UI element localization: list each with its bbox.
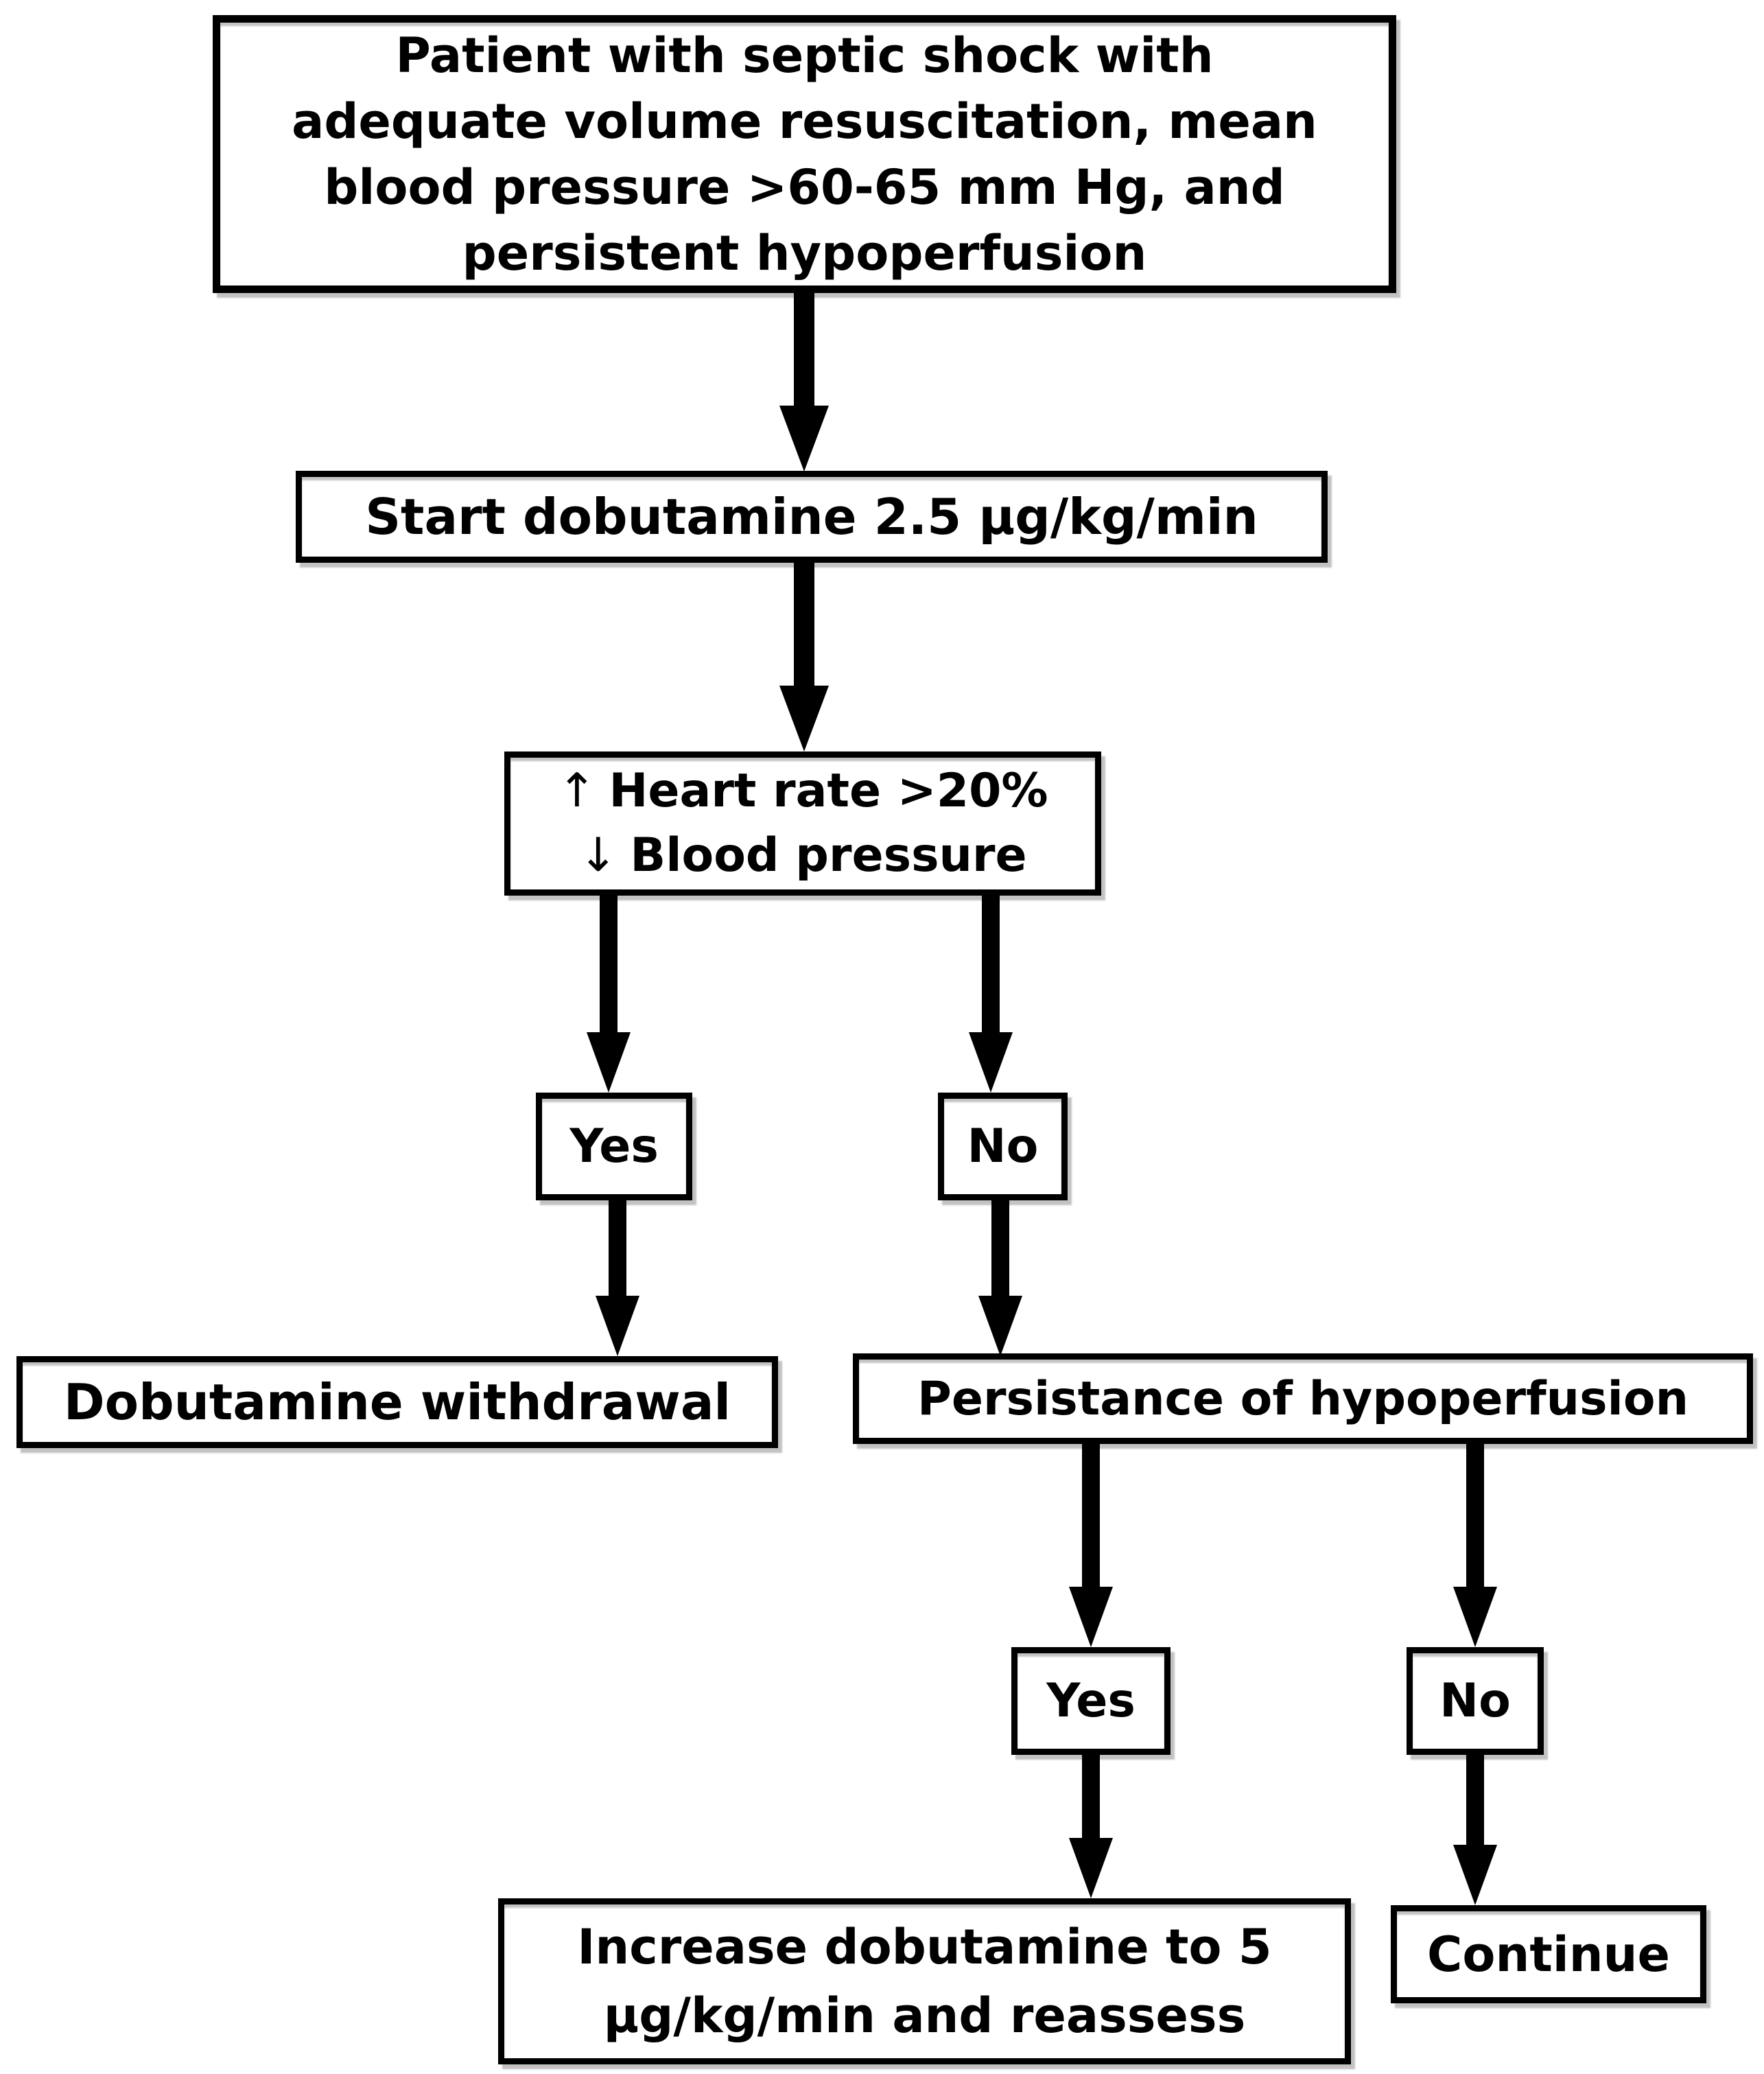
- node-persistance-hypoperfusion: Persistance of hypoperfusion: [853, 1353, 1753, 1444]
- arrow-shaft: [609, 1200, 626, 1296]
- edge-start-to-assessment-arrow: [779, 563, 829, 751]
- node-no-2: No: [1407, 1647, 1544, 1755]
- node-assessment-line-1: ↑Heart rate >20%: [557, 759, 1048, 824]
- up-arrow-icon: ↑: [557, 764, 597, 818]
- node-start-dobutamine: Start dobutamine 2.5 µg/kg/min: [296, 471, 1328, 563]
- arrow-shaft: [794, 293, 814, 406]
- node-start-dobutamine-label: Start dobutamine 2.5 µg/kg/min: [365, 488, 1258, 546]
- arrowhead: [596, 1296, 639, 1356]
- node-yes-1-label: Yes: [569, 1119, 659, 1174]
- node-yes-1: Yes: [536, 1093, 692, 1200]
- node-patient-condition-line-1: Patient with septic shock with: [395, 27, 1214, 84]
- node-dobutamine-withdrawal-label: Dobutamine withdrawal: [63, 1373, 731, 1431]
- arrow-shaft: [991, 1200, 1009, 1296]
- arrowhead: [969, 1032, 1013, 1093]
- node-no-1-label: No: [967, 1119, 1039, 1174]
- node-no-2-label: No: [1439, 1674, 1511, 1728]
- edge-persistance-to-no2-arrow: [1453, 1444, 1497, 1647]
- arrowhead: [1453, 1845, 1497, 1905]
- node-dobutamine-withdrawal: Dobutamine withdrawal: [16, 1356, 778, 1448]
- arrowhead: [779, 406, 829, 471]
- node-increase-dobutamine: Increase dobutamine to 5 µg/kg/min and r…: [498, 1898, 1351, 2064]
- node-patient-condition-line-2: adequate volume resuscitation, mean: [292, 93, 1317, 150]
- node-assessment-line-2-text: Blood pressure: [630, 828, 1027, 883]
- node-increase-dobutamine-line-1: Increase dobutamine to 5: [577, 1919, 1272, 1975]
- edge-patient-to-start-arrow: [779, 293, 829, 471]
- node-assessment-line-2: ↓Blood pressure: [578, 824, 1026, 888]
- arrowhead: [1069, 1838, 1113, 1898]
- arrow-shaft: [794, 563, 814, 686]
- arrow-shaft: [1466, 1444, 1484, 1587]
- edge-no1-to-persistance-arrow: [978, 1200, 1022, 1356]
- node-no-1: No: [938, 1093, 1068, 1200]
- edge-no2-to-continue-arrow: [1453, 1755, 1497, 1905]
- down-arrow-icon: ↓: [578, 828, 618, 883]
- arrowhead: [1069, 1587, 1113, 1647]
- arrowhead: [779, 686, 829, 751]
- node-yes-2-label: Yes: [1046, 1674, 1136, 1728]
- arrowhead: [978, 1296, 1022, 1356]
- node-increase-dobutamine-line-2: µg/kg/min and reassess: [603, 1988, 1246, 2044]
- arrowhead: [1453, 1587, 1497, 1647]
- arrow-shaft: [982, 896, 1000, 1032]
- edge-yes1-to-withdrawal-arrow: [596, 1200, 639, 1356]
- arrowhead: [587, 1032, 631, 1093]
- arrow-shaft: [1466, 1755, 1484, 1845]
- arrow-shaft: [1082, 1444, 1100, 1587]
- edge-persistance-to-yes2-arrow: [1069, 1444, 1113, 1647]
- node-persistance-hypoperfusion-label: Persistance of hypoperfusion: [917, 1371, 1689, 1426]
- node-assessment: ↑Heart rate >20% ↓Blood pressure: [504, 751, 1101, 896]
- edge-assessment-to-no1-arrow: [969, 896, 1013, 1093]
- node-assessment-line-1-text: Heart rate >20%: [609, 764, 1048, 818]
- arrow-shaft: [1082, 1755, 1100, 1838]
- node-continue: Continue: [1391, 1905, 1706, 2003]
- node-yes-2: Yes: [1011, 1647, 1171, 1755]
- node-patient-condition-line-3: blood pressure >60-65 mm Hg, and: [324, 159, 1285, 215]
- edge-yes2-to-increase-arrow: [1069, 1755, 1113, 1898]
- edge-assessment-to-yes1-arrow: [587, 896, 631, 1093]
- node-continue-label: Continue: [1427, 1926, 1670, 1983]
- arrow-shaft: [600, 896, 618, 1032]
- node-patient-condition-line-4: persistent hypoperfusion: [462, 224, 1147, 281]
- node-patient-condition: Patient with septic shock with adequate …: [213, 15, 1396, 293]
